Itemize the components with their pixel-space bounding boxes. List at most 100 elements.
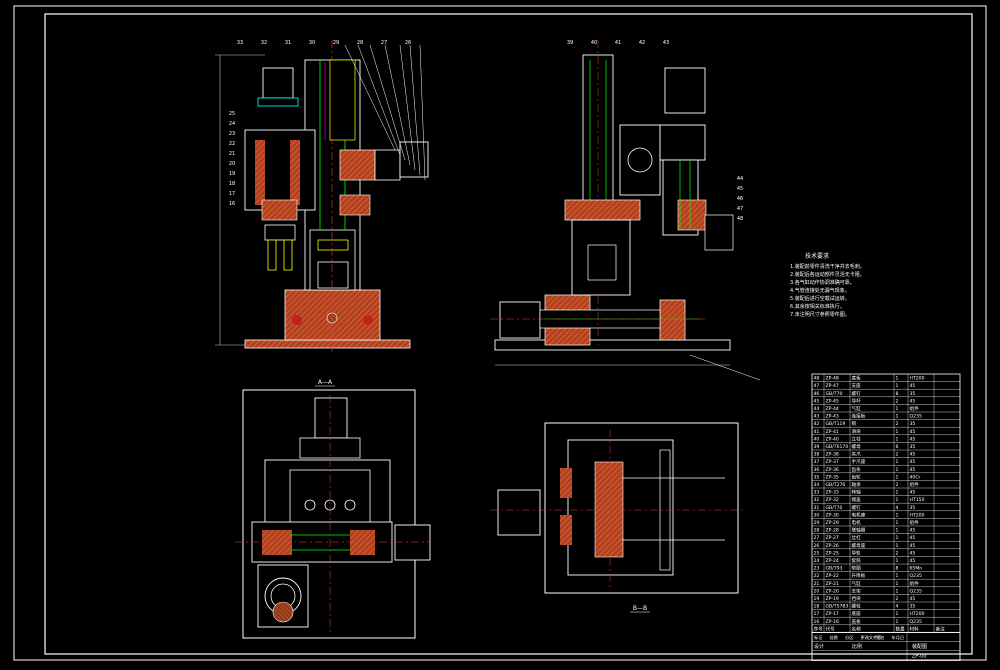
parts-cell: 28 [814,528,820,534]
parts-header: 名称 [852,625,862,632]
parts-cell: 18 [814,604,820,610]
parts-cell: 套筒 [852,557,862,564]
item-balloon: 33 [237,40,243,46]
parts-cell: 22 [814,573,820,579]
parts-cell: 1 [896,543,899,549]
parts-cell: 25 [814,550,820,556]
parts-cell: 35 [910,604,916,610]
parts-cell: 34 [814,482,820,488]
parts-cell: 30 [814,512,820,518]
parts-cell: 65Mn [910,566,923,572]
parts-cell: GB/T70 [826,391,843,397]
parts-cell: 2 [896,398,899,404]
parts-cell: 1 [896,436,899,442]
tech-req-item: 4.气管连接处无漏气现象。 [790,287,850,294]
item-balloon: 19 [229,171,235,177]
parts-cell: 支架 [852,587,862,594]
parts-cell: ZP-37 [826,459,839,465]
parts-cell: 1 [896,512,899,518]
parts-cell: 组件 [910,519,920,526]
title-block-cell: 标记 [814,634,823,641]
parts-cell: 1 [896,497,899,503]
title-block-cell: 处数 [830,634,839,641]
parts-cell: 37 [814,459,820,465]
parts-cell: 立柱 [852,435,862,442]
parts-cell: Q235 [910,588,922,594]
parts-cell: 40 [814,436,820,442]
parts-header: 材料 [910,625,920,632]
item-balloon: 42 [639,40,645,46]
parts-header: 序号 [814,625,824,632]
parts-cell: 27 [814,535,820,541]
item-balloon: 18 [229,181,235,187]
item-balloon: 22 [229,141,235,147]
parts-cell: 螺钉 [852,390,862,397]
item-balloon: 44 [737,176,743,182]
parts-cell: 1 [896,474,899,480]
parts-cell: ZP-26 [826,543,839,549]
item-balloon: 43 [663,40,669,46]
section-view: B—B [490,422,745,613]
parts-cell: 螺母 [852,443,862,450]
tech-req-heading: 技术要求 [805,252,829,260]
parts-cell: 45 [910,398,916,404]
parts-cell: 2 [896,596,899,602]
parts-cell: 32 [814,497,820,503]
parts-cell: 1 [896,619,899,625]
top-view-label: A—A [318,379,333,386]
parts-cell: ZP-32 [826,497,839,503]
parts-cell: Q235 [910,573,922,579]
parts-cell: 1 [896,383,899,389]
parts-cell: 45 [814,398,820,404]
item-balloon: 20 [229,161,235,167]
parts-cell: HT200 [910,611,925,617]
parts-cell: ZP-20 [826,588,839,594]
title-block-cell: 年月日 [892,634,905,641]
parts-cell: 45 [910,535,916,541]
parts-header: 代号 [826,625,836,632]
item-balloon: 26 [405,40,411,46]
parts-cell: 1 [896,490,899,496]
side-view [490,40,761,381]
parts-cell: 螺栓 [852,603,862,610]
parts-cell: 手爪座 [852,458,866,465]
item-balloon: 32 [261,40,267,46]
parts-cell: 36 [814,467,820,473]
item-balloon: 21 [229,151,235,157]
parts-cell: ZP-22 [826,573,839,579]
parts-cell: GB/T5783 [826,604,849,610]
item-balloon: 27 [381,40,387,46]
parts-cell: 6 [896,444,899,450]
item-balloon: 48 [737,216,743,222]
parts-cell: 挡块 [852,595,862,602]
parts-cell: 21 [814,581,820,587]
parts-cell: 组件 [910,481,920,488]
parts-cell: ZP-45 [826,398,839,404]
parts-cell: 端盖 [852,496,862,503]
parts-cell: 41 [814,429,820,435]
parts-cell: 35 [910,444,916,450]
parts-cell: 升降板 [852,572,866,579]
parts-cell: ZP-36 [826,467,839,473]
item-balloon: 46 [737,196,743,202]
parts-cell: HT150 [910,497,925,503]
tech-req-item: 6.其余按相关标准执行。 [790,303,845,310]
parts-cell: 导轨 [852,549,862,556]
parts-cell: 1 [896,414,899,420]
title-block-cell: ZP-00 [912,653,927,659]
title-block-cell: 分区 [845,634,853,641]
parts-cell: HT200 [910,512,925,518]
parts-header: 数量 [896,625,906,632]
parts-cell: 8 [896,391,899,397]
parts-cell: 33 [814,490,820,496]
parts-cell: 2 [896,550,899,556]
parts-cell: 35 [910,391,916,397]
parts-cell: 电机座 [852,511,866,518]
item-balloon: 30 [309,40,315,46]
parts-cell: 46 [814,391,820,397]
parts-cell: GB/T6170 [826,444,849,450]
parts-cell: GB/T276 [826,482,846,488]
parts-cell: 45 [910,467,916,473]
